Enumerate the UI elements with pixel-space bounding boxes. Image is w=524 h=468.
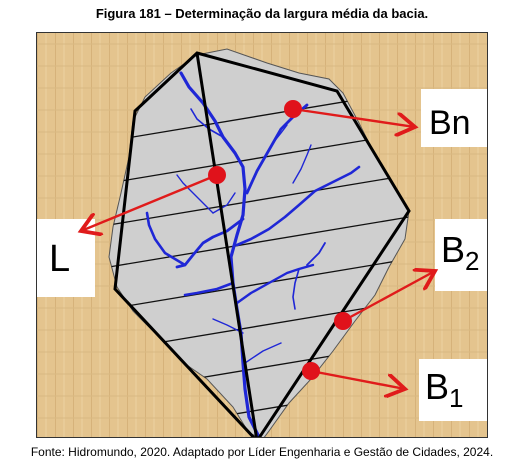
marker-b1 xyxy=(302,362,320,380)
label-bn: Bn xyxy=(429,104,471,142)
arrow-b2 xyxy=(342,271,435,323)
label-b2: B2 xyxy=(441,229,479,276)
tributary xyxy=(235,263,315,305)
arrow-l xyxy=(81,173,218,231)
label-b1-subscript: 1 xyxy=(449,383,463,413)
watershed-diagram: Bn L B2 B1 xyxy=(36,32,488,438)
tributary xyxy=(212,192,236,214)
label-b1: B1 xyxy=(425,366,463,413)
label-b2-subscript: 2 xyxy=(465,246,479,276)
tributary xyxy=(306,242,326,266)
tributary xyxy=(190,108,224,138)
label-box-bn xyxy=(421,89,487,147)
tributary xyxy=(176,174,214,214)
tributary xyxy=(292,144,312,184)
marker-bn xyxy=(284,100,302,118)
marker-l xyxy=(208,166,226,184)
figure-title: Figura 181 – Determinação da largura méd… xyxy=(95,6,429,21)
river-network xyxy=(145,71,361,437)
basin-outline xyxy=(113,51,411,437)
main-river xyxy=(179,71,261,437)
label-box-b1 xyxy=(419,359,487,421)
tributary xyxy=(292,268,300,310)
label-l: L xyxy=(49,238,70,280)
label-b1-main: B xyxy=(425,366,449,407)
arrow-bn xyxy=(292,107,415,127)
tributary xyxy=(244,342,282,364)
label-box-b2 xyxy=(435,219,487,291)
basin-length-line xyxy=(195,52,258,437)
tributary xyxy=(145,211,187,267)
tributary xyxy=(212,318,244,334)
arrow-b1 xyxy=(310,369,405,389)
tributary xyxy=(235,165,361,247)
tributary xyxy=(272,124,288,144)
tributary xyxy=(183,281,235,297)
marker-b2 xyxy=(334,312,352,330)
label-b2-main: B xyxy=(441,229,465,270)
width-line xyxy=(109,208,409,270)
figure-caption: Fonte: Hidromundo, 2020. Adaptado por Lí… xyxy=(30,445,494,459)
